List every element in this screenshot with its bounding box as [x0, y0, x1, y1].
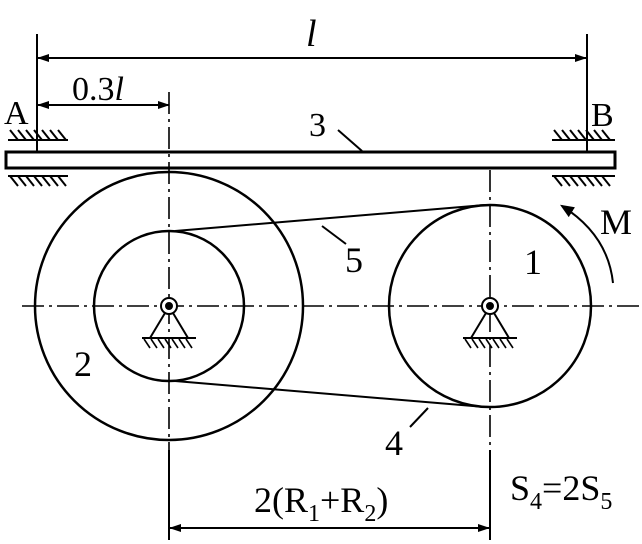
offset-coef: 0.3	[72, 71, 115, 108]
support-a-label: A	[4, 95, 29, 132]
support-b	[552, 129, 615, 187]
moment-label: M	[600, 202, 632, 242]
pulley-1-number: 1	[524, 242, 542, 282]
curved-arrow-icon	[560, 204, 614, 284]
center-distance-label: 2(R1+R2)	[254, 480, 388, 527]
beam-leader	[337, 129, 363, 152]
pulley-2-number: 2	[74, 344, 92, 384]
belt-5-number: 5	[345, 240, 363, 280]
belt-4-number: 4	[385, 423, 403, 463]
beam-number: 3	[309, 107, 326, 144]
support-b-label: B	[591, 97, 614, 134]
center-distance-dimension	[168, 450, 491, 540]
belt-4	[174, 380, 486, 408]
span-label: l	[306, 13, 317, 55]
belt-tension-relation: S4=2S5	[510, 468, 612, 515]
belt-5-leader	[321, 225, 347, 245]
belt-5	[174, 204, 486, 232]
hatch-b	[553, 129, 611, 187]
belts	[174, 204, 486, 428]
support-a	[8, 129, 68, 187]
beam	[4, 150, 617, 170]
pin-support-icon	[142, 297, 196, 349]
belt-4-leader	[409, 407, 429, 428]
center-lines	[22, 92, 640, 450]
hatch-a	[9, 129, 67, 187]
offset-symbol: l	[115, 71, 124, 108]
offset-label: 0.3l	[72, 71, 124, 108]
pin-support-icon	[463, 297, 517, 349]
